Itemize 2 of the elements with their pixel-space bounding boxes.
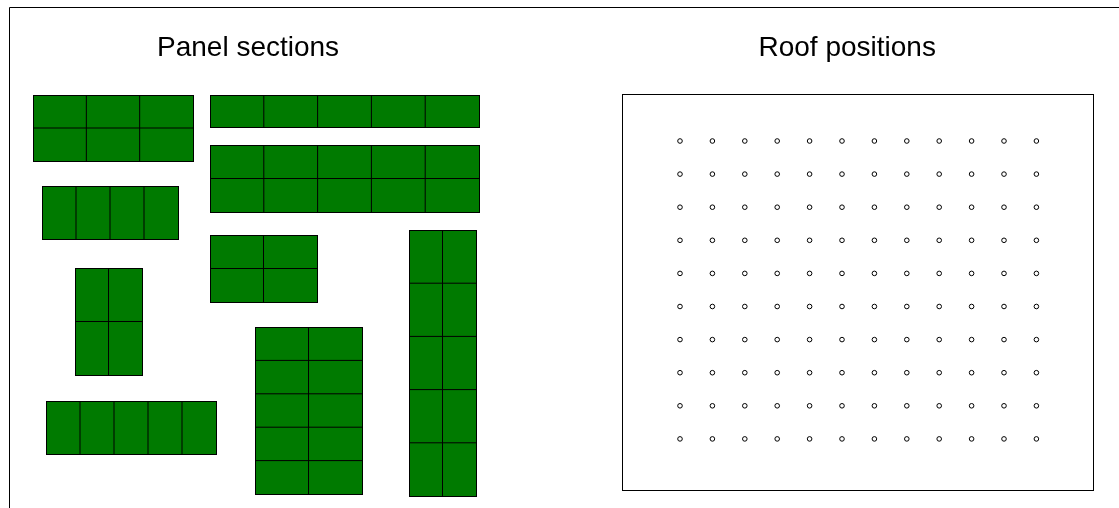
section-title: Panel sections	[157, 30, 340, 64]
section-title: Roof positions	[758, 30, 936, 64]
